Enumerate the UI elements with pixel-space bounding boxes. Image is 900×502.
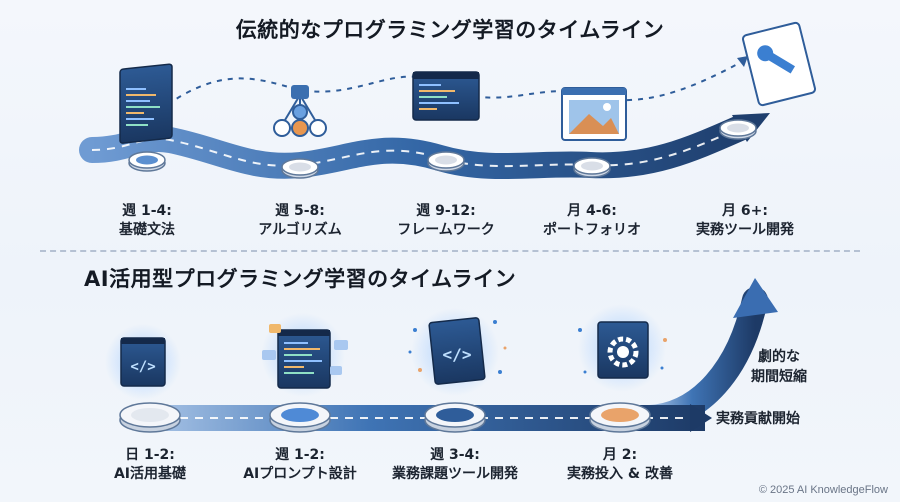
top-milestone-2: [281, 158, 319, 179]
top-timeline-title: 伝統的なプログラミング学習のタイムライン: [235, 18, 665, 42]
tool-development-icon: </>: [408, 308, 507, 396]
top-step-period: 月 4-6:: [567, 203, 617, 219]
bottom-step-topic: AIプロンプト設計: [243, 465, 357, 482]
bottom-step-period: 月 2:: [602, 447, 638, 463]
bottom-step-topic: 業務課題ツール開発: [392, 465, 518, 482]
shortening-label-line-1: 劇的な: [758, 349, 800, 365]
bottom-step-topic: 実務投入 & 改善: [567, 465, 673, 482]
framework-code-window-icon: [412, 71, 480, 121]
svg-text:</>: </>: [443, 345, 472, 364]
section-divider: [40, 250, 860, 252]
top-step-topic: アルゴリズム: [258, 221, 342, 238]
bottom-step-label-2: 週 1-2: AIプロンプト設計: [220, 446, 380, 484]
bottom-step-period: 週 1-2:: [275, 447, 325, 463]
top-milestone-4: [573, 157, 611, 178]
top-step-period: 週 5-8:: [275, 203, 325, 219]
portfolio-image-icon: [561, 87, 627, 141]
bottom-road-arrowhead: [690, 404, 712, 432]
tool-window-icon: [742, 21, 816, 107]
work-contribution-label: 実務貢献開始: [716, 411, 800, 427]
bottom-milestone-4: [589, 402, 651, 433]
bottom-step-label-1: 日 1-2: AI活用基礎: [70, 446, 230, 484]
top-step-topic: ポートフォリオ: [543, 221, 641, 238]
shortening-label-line-2: 期間短縮: [751, 369, 807, 385]
bottom-milestone-3: [424, 402, 486, 433]
bottom-step-topic: AI活用基礎: [113, 465, 187, 482]
top-step-topic: フレームワーク: [397, 221, 495, 238]
top-step-label-1: 週 1-4: 基礎文法: [67, 202, 227, 240]
bottom-step-period: 週 3-4:: [430, 447, 480, 463]
code-window-icon: [119, 63, 173, 144]
bottom-milestone-2: [269, 402, 331, 433]
svg-text:</>: </>: [130, 359, 155, 375]
algorithm-tree-icon: [273, 85, 327, 137]
top-step-period: 週 1-4:: [122, 203, 172, 219]
ai-code-icon: </>: [105, 324, 181, 400]
top-step-label-3: 週 9-12: フレームワーク: [366, 202, 526, 240]
top-dashed-arrowhead: [737, 56, 748, 67]
top-step-topic: 実務ツール開発: [696, 221, 794, 238]
top-step-period: 週 9-12:: [416, 203, 476, 219]
top-step-label-2: 週 5-8: アルゴリズム: [220, 202, 380, 240]
gear-icon: [578, 304, 667, 392]
bottom-step-period: 日 1-2:: [125, 447, 175, 463]
top-step-topic: 基礎文法: [119, 221, 175, 238]
top-step-period: 月 6+:: [722, 203, 768, 219]
bottom-milestone-1: [119, 402, 181, 433]
top-milestone-1: [128, 151, 166, 172]
top-step-label-4: 月 4-6: ポートフォリオ: [512, 202, 672, 240]
bottom-timeline-title: AI活用型プログラミング学習のタイムライン: [84, 267, 517, 291]
copyright-footer: © 2025 AI KnowledgeFlow: [758, 484, 888, 496]
top-milestone-3: [427, 151, 465, 172]
bottom-rising-arrowhead: [733, 278, 778, 318]
bottom-rising-arrow: [637, 287, 768, 431]
top-milestone-5: [719, 119, 757, 140]
bottom-step-label-4: 月 2: 実務投入 & 改善: [540, 446, 700, 484]
prompt-design-icon: [261, 313, 348, 397]
top-step-label-5: 月 6+: 実務ツール開発: [665, 202, 825, 240]
bottom-step-label-3: 週 3-4: 業務課題ツール開発: [375, 446, 535, 484]
top-road-centerline: [91, 127, 741, 168]
top-road: [79, 115, 753, 180]
